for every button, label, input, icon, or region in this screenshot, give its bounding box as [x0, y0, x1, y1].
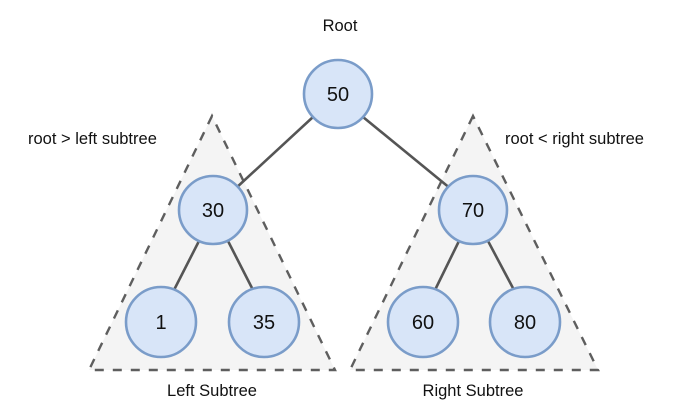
left-subtree-caption: Left Subtree: [167, 382, 257, 400]
node-circle-right-right[interactable]: [488, 285, 562, 359]
node-circle-left-left[interactable]: [124, 285, 198, 359]
node-circle-left-right[interactable]: [227, 285, 301, 359]
node-label-right-child: 70: [462, 200, 484, 222]
right-subtree-caption: Right Subtree: [423, 382, 524, 400]
edge-left-child-to-left-left: [172, 240, 201, 291]
root-title-label: Root: [323, 17, 358, 35]
left-subtree-annotation: root > left subtree: [28, 130, 157, 148]
node-label-left-right: 35: [253, 312, 275, 334]
edge-left-child-to-left-right: [226, 240, 255, 291]
node-circle-right-child[interactable]: [437, 174, 509, 246]
edge-root-to-right-child: [362, 115, 452, 191]
node-label-right-left: 60: [412, 312, 434, 334]
node-label-left-child: 30: [202, 200, 224, 222]
edge-right-child-to-right-right: [486, 240, 516, 291]
node-circle-left-child[interactable]: [177, 174, 249, 246]
node-circle-root[interactable]: [302, 58, 374, 130]
node-label-left-left: 1: [155, 312, 166, 334]
edge-right-child-to-right-left: [433, 240, 461, 291]
right-subtree-annotation: root < right subtree: [505, 130, 644, 148]
node-circle-right-left[interactable]: [386, 285, 460, 359]
node-label-root: 50: [327, 84, 349, 106]
edge-root-to-left-child: [234, 116, 314, 190]
node-label-right-right: 80: [514, 312, 536, 334]
